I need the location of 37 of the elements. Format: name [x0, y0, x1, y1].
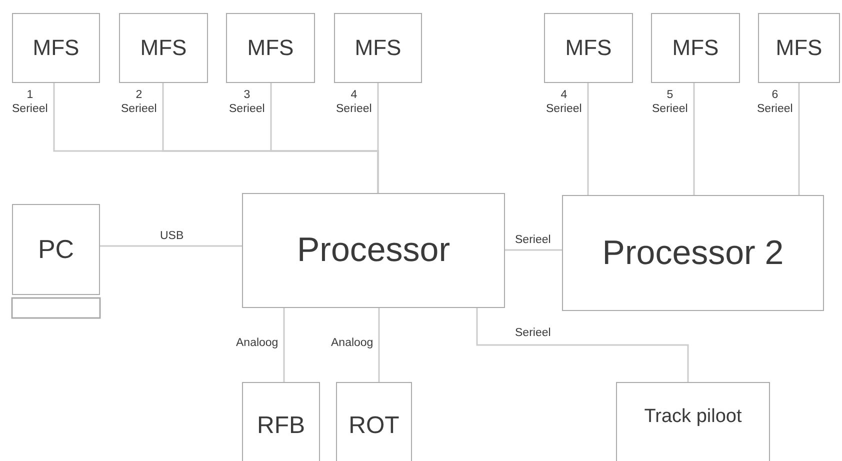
module-box [336, 382, 412, 461]
connector-line [476, 308, 689, 382]
module-box [616, 382, 770, 461]
edge-label: Analoog [331, 336, 374, 350]
node-label: ROT [348, 412, 400, 440]
module-box [242, 382, 320, 461]
node-label: Track piloot [644, 406, 742, 428]
mfs-box [334, 13, 422, 83]
connector-line [505, 249, 562, 251]
node-label: MFS [776, 35, 822, 61]
mfs-box [544, 13, 633, 83]
node-label: PC [38, 234, 74, 265]
connector-line [378, 308, 380, 382]
node-label: MFS [32, 35, 80, 61]
processor-box [562, 195, 824, 311]
mfs-box [12, 13, 100, 83]
connector-line [100, 245, 242, 247]
node-label: MFS [672, 35, 719, 61]
node-label: MFS [565, 35, 612, 61]
node-label: Processor 2 [602, 234, 784, 272]
node-label: RFB [257, 412, 305, 440]
mfs-box [119, 13, 208, 83]
pc-box [12, 204, 100, 295]
connector-line [283, 308, 285, 382]
mfs-box [758, 13, 840, 83]
connector-line [693, 83, 695, 195]
connector-line [798, 83, 800, 195]
node-label: MFS [140, 35, 187, 61]
node-label: MFS [247, 35, 294, 61]
edge-label: Analoog [236, 336, 278, 350]
node-label: MFS [354, 35, 402, 61]
connector-line [587, 83, 589, 195]
mfs-box [651, 13, 740, 83]
connector-line [377, 83, 379, 193]
mfs-box [226, 13, 315, 83]
node-label: Processor [296, 231, 450, 270]
processor-box [242, 193, 505, 308]
